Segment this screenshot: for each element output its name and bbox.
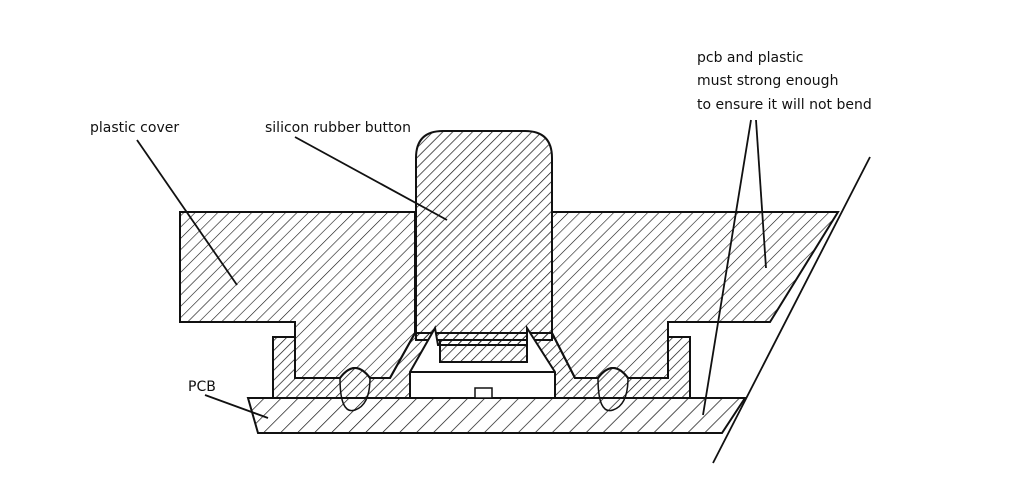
leader-pcb bbox=[204, 394, 269, 419]
leader-note-plastic bbox=[755, 119, 767, 269]
leader-plastic-cover bbox=[136, 139, 238, 286]
leader-silicon-button bbox=[294, 136, 448, 221]
label-silicon-rubber-button: silicon rubber button bbox=[265, 120, 411, 136]
plastic-cover-right bbox=[551, 211, 840, 379]
note-line-1: pcb and plastic bbox=[697, 50, 804, 66]
rubber-bump-right bbox=[597, 377, 629, 412]
label-plastic-cover: plastic cover bbox=[90, 120, 180, 136]
switch-contact bbox=[474, 387, 493, 399]
note-line-2: must strong enough bbox=[697, 73, 839, 89]
break-line bbox=[712, 156, 871, 464]
button-plunger bbox=[439, 339, 528, 363]
pcb-board bbox=[246, 397, 747, 434]
label-pcb: PCB bbox=[188, 379, 216, 395]
silicon-rubber-button bbox=[415, 130, 553, 341]
note-line-3: to ensure it will not bend bbox=[697, 97, 872, 113]
leader-note-pcb bbox=[702, 119, 752, 416]
plastic-cover-left bbox=[179, 211, 416, 379]
rubber-bump-left bbox=[339, 377, 371, 412]
